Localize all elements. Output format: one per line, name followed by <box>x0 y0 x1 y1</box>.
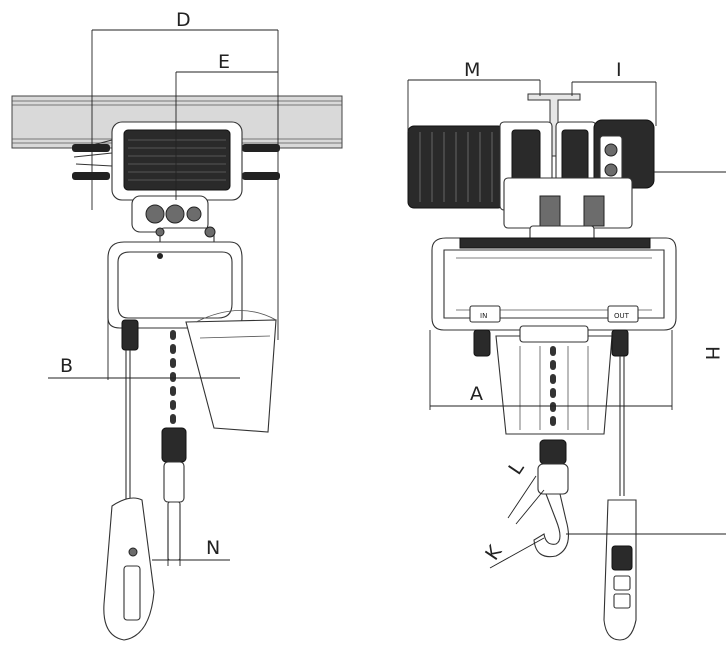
chain-bucket <box>185 310 277 433</box>
pendant-front <box>473 329 637 641</box>
dimension-e: E <box>175 51 278 200</box>
side-view: D E B N <box>11 9 343 641</box>
label-l: L <box>504 457 528 478</box>
trolley-frame <box>503 177 633 245</box>
dimension-m: M <box>407 59 541 132</box>
label-d: D <box>176 9 191 31</box>
hook-block-side <box>161 427 187 561</box>
hoist-body <box>107 226 243 329</box>
label-h: H <box>701 346 723 360</box>
marking-out: OUT <box>614 312 630 320</box>
chain-container-front <box>495 325 613 435</box>
hook-front <box>533 439 569 558</box>
dimension-i: I <box>571 59 657 126</box>
hoist-body-front: IN OUT <box>431 237 677 331</box>
cable-glands <box>72 139 280 180</box>
front-view: IN OUT <box>407 59 726 641</box>
label-m: M <box>464 59 480 81</box>
label-b: B <box>60 355 73 377</box>
dimension-b: B <box>48 300 240 380</box>
dimension-h: H <box>566 171 726 535</box>
label-a: A <box>470 383 483 405</box>
marking-in: IN <box>480 312 487 320</box>
label-e: E <box>218 51 230 73</box>
dimension-a: A <box>429 330 673 410</box>
label-n: N <box>206 537 220 559</box>
trolley-housing <box>111 121 243 249</box>
load-chain <box>170 330 176 424</box>
dimension-d: D <box>91 9 279 340</box>
dimension-n: N <box>152 520 230 566</box>
label-i: I <box>616 59 622 81</box>
pendant-controller-left <box>103 319 155 641</box>
